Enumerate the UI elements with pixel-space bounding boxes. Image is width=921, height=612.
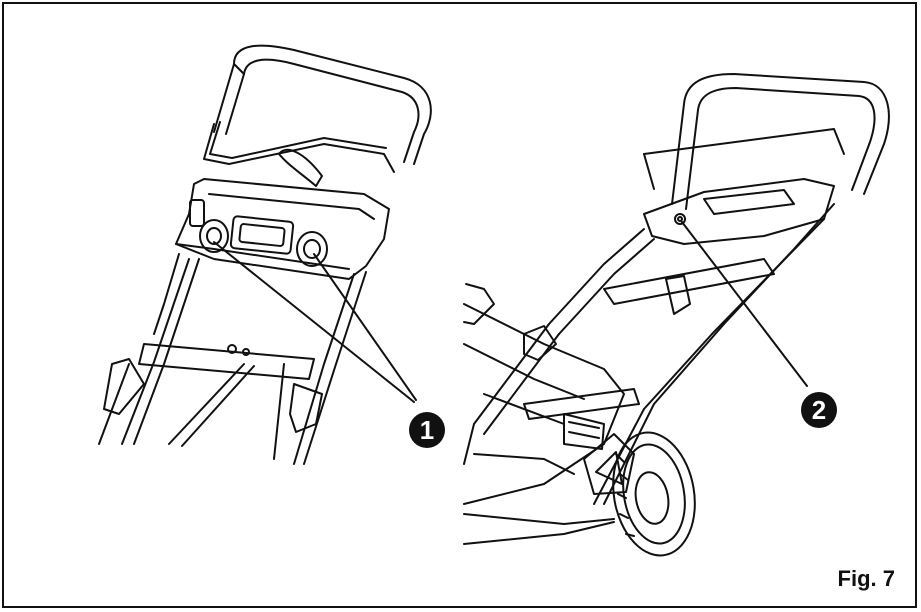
callout-2: 2 <box>801 392 837 428</box>
leader-line-2 <box>681 221 808 387</box>
figure-label: Fig. 7 <box>837 566 895 591</box>
right-view-mower <box>463 73 890 557</box>
left-knob <box>199 219 229 253</box>
leader-line-1a <box>213 241 415 403</box>
right-knob <box>296 231 328 267</box>
mower-handle-illustration <box>98 44 890 557</box>
panel-button <box>674 213 686 225</box>
left-view-handle <box>98 44 432 465</box>
callout-1: 1 <box>409 412 445 448</box>
leader-line-1b <box>313 253 417 401</box>
rear-wheel <box>612 431 696 557</box>
